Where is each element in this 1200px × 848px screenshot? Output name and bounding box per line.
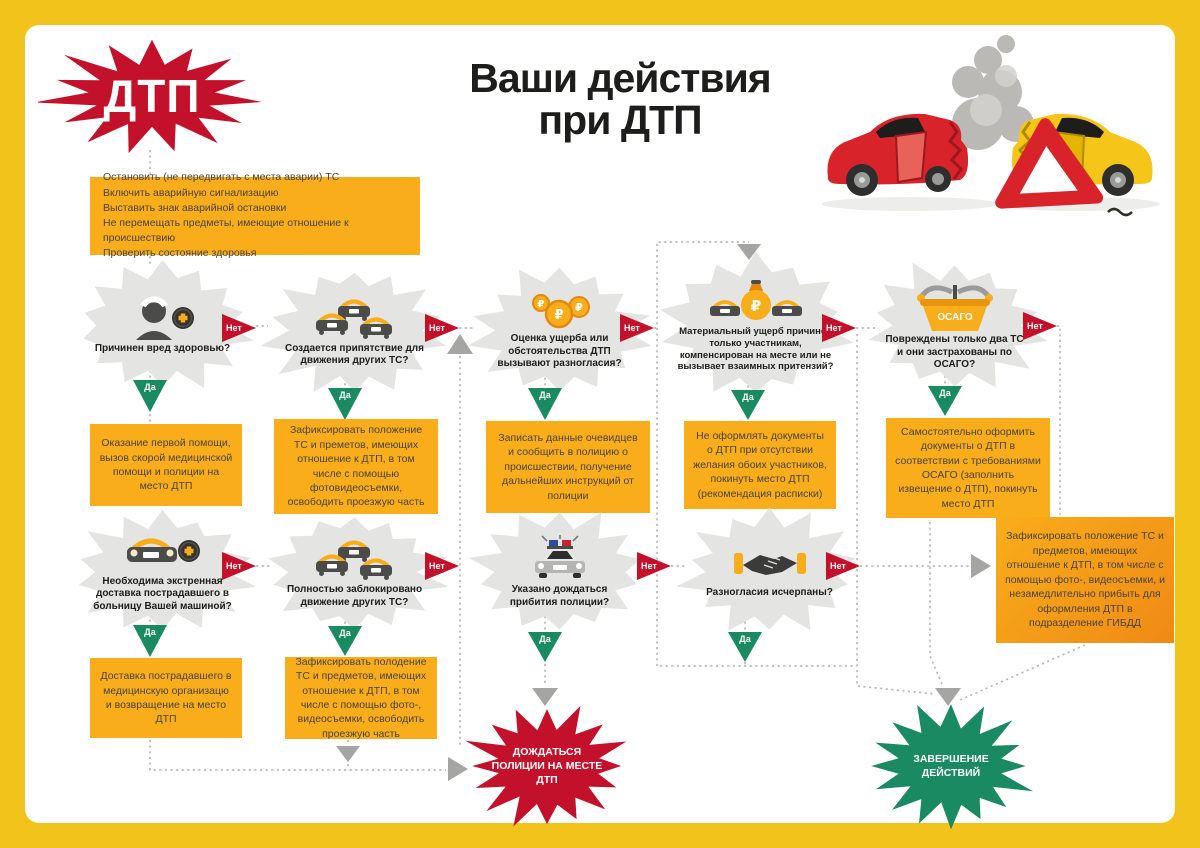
instruction-line: Включить аварийную сигнализацию xyxy=(103,186,279,199)
svg-text:ОСАГО: ОСАГО xyxy=(937,312,973,323)
decision-material-damage: ₽ Материальный ущерб причинен только уча… xyxy=(658,252,853,400)
instruction-line: Проверить состояние здоровья xyxy=(103,247,257,260)
action-fix-position: Зафиксировать положение ТС и преметов, и… xyxy=(274,419,438,514)
starburst-shape xyxy=(38,39,262,154)
page-title: Ваши действия при ДТП xyxy=(430,55,810,143)
no-label: Нет xyxy=(226,561,242,571)
traffic-queue-icon xyxy=(315,299,392,339)
svg-text:₽: ₽ xyxy=(575,302,583,314)
instruction-line: Выставить знак аварийной остановки xyxy=(103,201,287,214)
action-gibdd: Зафиксировать положение ТС и предметов, … xyxy=(996,517,1174,643)
handshake-icon xyxy=(733,553,806,576)
decision-question: Материальный ущерб причинен только участ… xyxy=(677,325,834,373)
decision-question: Причинен вред здоровью? xyxy=(94,342,231,354)
starburst-shape xyxy=(659,252,853,393)
decision-question: Повреждены только два ТС и они застрахов… xyxy=(885,334,1024,371)
starburst-shape xyxy=(78,510,255,630)
yes-label: Да xyxy=(742,392,754,402)
yes-label: Да xyxy=(539,634,551,644)
starburst-shape xyxy=(83,260,254,388)
osago-basket-icon: ОСАГО xyxy=(916,285,993,332)
money-bag-cars-icon: ₽ xyxy=(709,279,802,320)
decision-fully-blocked: Полностью заблокировано движение других … xyxy=(262,508,447,636)
warning-triangle-icon xyxy=(995,118,1104,209)
action-self-paperwork: Самостоятельно оформить документы о ДТП … xyxy=(886,418,1050,518)
yes-label: Да xyxy=(144,627,156,637)
action-text: Зафиксировать положение ТС и предметов, … xyxy=(1005,530,1165,630)
end-label: ЗАВЕРШЕНИЕ ДЕЙСТВИЙ xyxy=(913,752,989,779)
instruction-line: Остановить (не передвигать с места авари… xyxy=(103,171,340,184)
decision-question: Разногласия исчерпаны? xyxy=(706,587,833,599)
yes-label: Да xyxy=(939,388,951,398)
action-text: Доставка пострадавшего в медицинскую орг… xyxy=(100,670,232,726)
ruble-coins-icon: ₽ ₽ ₽ xyxy=(531,294,590,329)
yes-label: Да xyxy=(339,628,351,638)
decision-dispute-resolved: Разногласия исчерпаны? xyxy=(677,508,862,636)
starburst-shape xyxy=(468,267,652,392)
decision-question: Создается припятствие для движения други… xyxy=(284,342,424,367)
car-crash-illustration xyxy=(822,35,1160,217)
action-text: Не оформлять документы о ДТП при отсутст… xyxy=(693,429,827,500)
svg-text:₽: ₽ xyxy=(554,307,563,322)
starburst-shape xyxy=(268,517,447,630)
action-no-paperwork: Не оформлять документы о ДТП при отсутст… xyxy=(684,421,836,509)
starburst-shape xyxy=(465,705,627,827)
ambulance-car-icon xyxy=(126,538,200,562)
no-label: Нет xyxy=(429,561,445,571)
yes-label: Да xyxy=(339,390,351,400)
action-text: Зафиксировать полодение ТС и предметов, … xyxy=(295,655,427,740)
initial-instructions-box: Остановить (не передвигать с места авари… xyxy=(90,171,420,259)
decision-wait-police-ordered: Указано дождаться прибития полиции? xyxy=(467,508,652,636)
no-label: Нет xyxy=(429,323,445,333)
no-label: Нет xyxy=(226,323,242,333)
start-node-dtp: ДТП xyxy=(38,36,266,156)
end-node-wait-police: ДОЖДАТЬСЯ ПОЛИЦИИ НА МЕСТЕ ДТП xyxy=(462,702,632,830)
decision-damage-dispute: ₽ ₽ ₽ Оценка ущерба или обстоятельства Д… xyxy=(467,263,652,398)
tire-mark xyxy=(1107,207,1133,217)
title-line-2: при ДТП xyxy=(538,96,702,143)
end-label: ДОЖДАТЬСЯ ПОЛИЦИИ НА МЕСТЕ ДТП xyxy=(491,745,603,787)
end-node-finish: ЗАВЕРШЕНИЕ ДЕЙСТВИЙ xyxy=(866,702,1036,830)
action-witnesses: Записать данные очевидцев и сообщить в п… xyxy=(486,421,650,513)
action-first-aid: Оказание первой помощи, вызов скорой мед… xyxy=(90,424,242,506)
no-label: Нет xyxy=(641,561,657,571)
svg-text:₽: ₽ xyxy=(537,299,544,310)
decision-question: Оценка ущерба или обстоятельства ДТП выз… xyxy=(497,333,622,370)
action-text: Зафиксировать положение ТС и преметов, и… xyxy=(287,424,425,509)
decision-obstacle: Создается припятствие для движения други… xyxy=(262,263,447,398)
no-label: Нет xyxy=(624,323,640,333)
decision-harm: Причинен вред здоровью? xyxy=(70,258,255,393)
injured-person-icon xyxy=(135,296,194,340)
no-label: Нет xyxy=(830,561,846,571)
yes-label: Да xyxy=(144,382,156,392)
action-text: Самостоятельно оформить документы о ДТП … xyxy=(895,425,1041,510)
action-fix-position-2: Зафиксировать полодение ТС и предметов, … xyxy=(285,655,437,740)
starburst-shape xyxy=(871,704,1033,830)
no-label: Нет xyxy=(826,323,842,333)
svg-text:₽: ₽ xyxy=(750,298,760,315)
traffic-queue-icon xyxy=(315,540,392,580)
decision-question: Указано дождаться прибития полиции? xyxy=(509,584,610,608)
decision-urgent-delivery: Необходима экстренная доставка пострадав… xyxy=(70,508,255,636)
decision-two-cars-osago: ОСАГО Повреждены только два ТС и они зас… xyxy=(862,258,1047,393)
action-text: Оказание первой помощи, вызов скорой мед… xyxy=(99,437,233,493)
no-label: Нет xyxy=(1027,321,1043,331)
decision-question: Необходима экстренная доставка пострадав… xyxy=(93,575,232,612)
yes-label: Да xyxy=(539,390,551,400)
action-hospital-delivery: Доставка пострадавшего в медицинскую орг… xyxy=(90,658,242,738)
red-car xyxy=(827,113,969,196)
police-car-icon xyxy=(534,535,585,578)
yes-label: Да xyxy=(739,634,751,644)
decision-question: Полностью заблокировано движение других … xyxy=(286,584,423,608)
starburst-shape xyxy=(262,272,447,393)
action-text: Записать данные очевидцев и сообщить в п… xyxy=(498,431,638,502)
title-line-1: Ваши действия xyxy=(469,55,771,101)
start-label: ДТП xyxy=(103,70,201,122)
instruction-line: Не перемещать предметы, имеющие отношени… xyxy=(103,217,349,245)
